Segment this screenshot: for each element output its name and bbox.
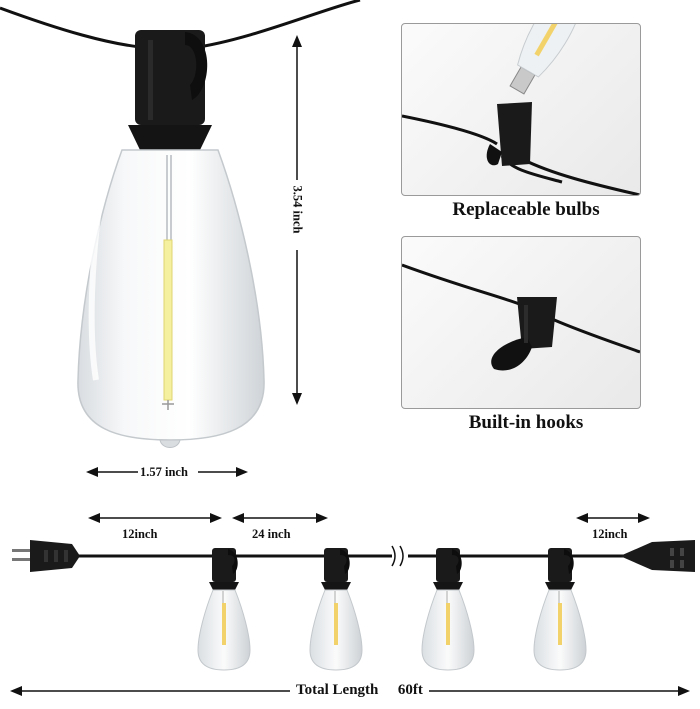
end-socket bbox=[620, 540, 695, 572]
hook-icon bbox=[491, 297, 557, 371]
small-bulb bbox=[533, 548, 587, 671]
width-dimension-line bbox=[86, 467, 248, 477]
total-length-label: Total Length bbox=[296, 682, 379, 698]
built-in-hook-photo bbox=[402, 263, 640, 371]
bulb-icon bbox=[509, 24, 581, 95]
small-bulb bbox=[309, 548, 363, 671]
small-bulb bbox=[421, 548, 475, 671]
replaceable-bulbs-caption: Replaceable bulbs bbox=[452, 199, 600, 220]
replaceable-bulb-photo bbox=[402, 24, 640, 195]
plug bbox=[12, 540, 80, 572]
height-dimension-line bbox=[292, 35, 302, 405]
bulb-spacing-label: 24 inch bbox=[252, 527, 291, 542]
large-bulb-socket bbox=[128, 30, 212, 150]
large-bulb-filament bbox=[162, 155, 174, 410]
plug-spacing-label: 12inch bbox=[122, 527, 158, 542]
replaceable-bulbs-panel bbox=[401, 23, 641, 196]
small-bulb bbox=[197, 548, 251, 671]
bulb-width-label: 1.57 inch bbox=[140, 465, 188, 480]
total-length: Total Length 60ft bbox=[290, 682, 429, 699]
spacing-dimension-lines bbox=[88, 513, 650, 523]
bulb-height-label: 3.54 inch bbox=[290, 185, 305, 234]
total-length-value: 60ft bbox=[397, 682, 423, 698]
built-in-hooks-panel bbox=[401, 236, 641, 409]
built-in-hooks-caption: Built-in hooks bbox=[468, 412, 584, 433]
socket-icon bbox=[486, 102, 532, 166]
end-spacing-label: 12inch bbox=[592, 527, 628, 542]
